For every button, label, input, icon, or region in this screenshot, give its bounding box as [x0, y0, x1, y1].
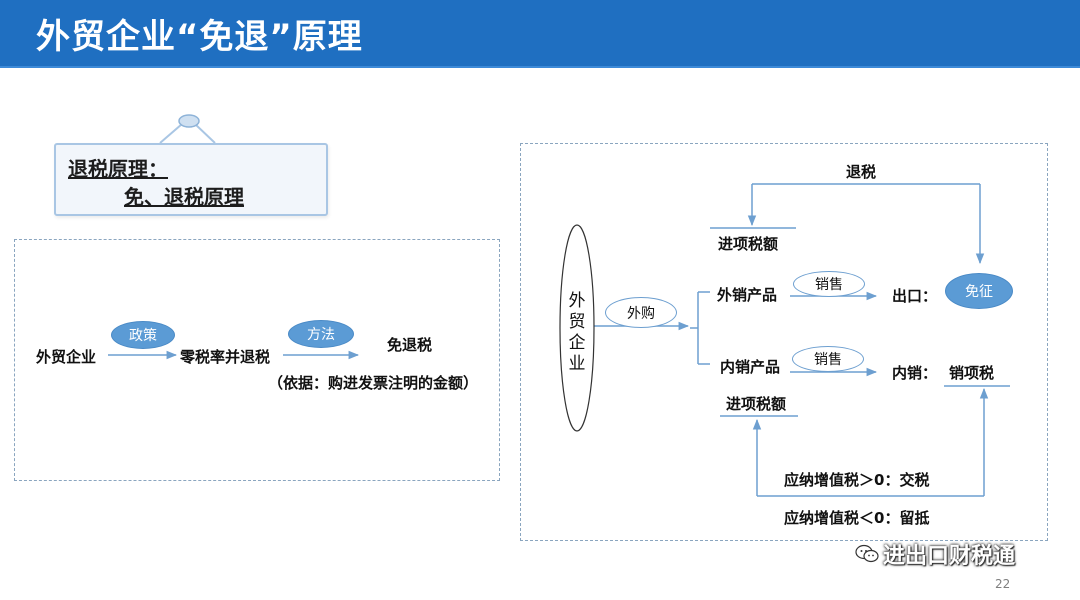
- tax-refund-label: 退税: [846, 163, 877, 181]
- wechat-icon: [855, 544, 879, 564]
- principle-callout: 退税原理： 免、退税原理: [54, 143, 328, 216]
- domestic-label: 内销：: [892, 364, 938, 382]
- basis-note: （依据：购进发票注明的金额）: [268, 374, 479, 392]
- node-enterprise: 外贸企业: [36, 348, 97, 366]
- node-zero-rate: 零税率并退税: [180, 348, 271, 366]
- pill-sale-domestic: 销售: [792, 346, 864, 372]
- callout-handle-circle: [178, 114, 200, 128]
- input-tax-top: 进项税额: [718, 235, 779, 253]
- pill-sale-export: 销售: [793, 271, 865, 297]
- input-tax-bottom: 进项税额: [726, 395, 787, 413]
- vat-negative-rule: 应纳增值税＜0：留抵: [784, 509, 930, 527]
- export-label: 出口：: [892, 287, 938, 305]
- domestic-product: 内销产品: [720, 358, 781, 376]
- enterprise-ellipse: [559, 224, 595, 432]
- export-product: 外销产品: [717, 286, 778, 304]
- left-flow-panel: [14, 239, 500, 481]
- output-tax: 销项税: [949, 364, 995, 382]
- header-bar: 外贸企业“免退”原理: [0, 0, 1080, 68]
- pill-policy: 政策: [111, 321, 175, 349]
- vertical-enterprise-label: 外贸企业: [568, 291, 586, 374]
- node-exempt: 免退税: [387, 336, 433, 354]
- callout-handle-right: [194, 123, 216, 144]
- pill-method: 方法: [288, 320, 354, 348]
- pill-exempt: 免征: [945, 273, 1013, 309]
- callout-title: 退税原理：: [68, 157, 168, 181]
- callout-subtitle: 免、退税原理: [124, 185, 244, 209]
- vat-positive-rule: 应纳增值税＞0：交税: [784, 471, 930, 489]
- right-flow-panel: [520, 143, 1048, 541]
- watermark-text: 进出口财税通: [883, 544, 1016, 569]
- slide-title: 外贸企业“免退”原理: [36, 17, 363, 57]
- pill-purchase: 外购: [605, 297, 677, 328]
- watermark: 进出口财税通: [855, 538, 1015, 570]
- page-number: 22: [995, 577, 1011, 591]
- callout-handle-left: [159, 123, 183, 144]
